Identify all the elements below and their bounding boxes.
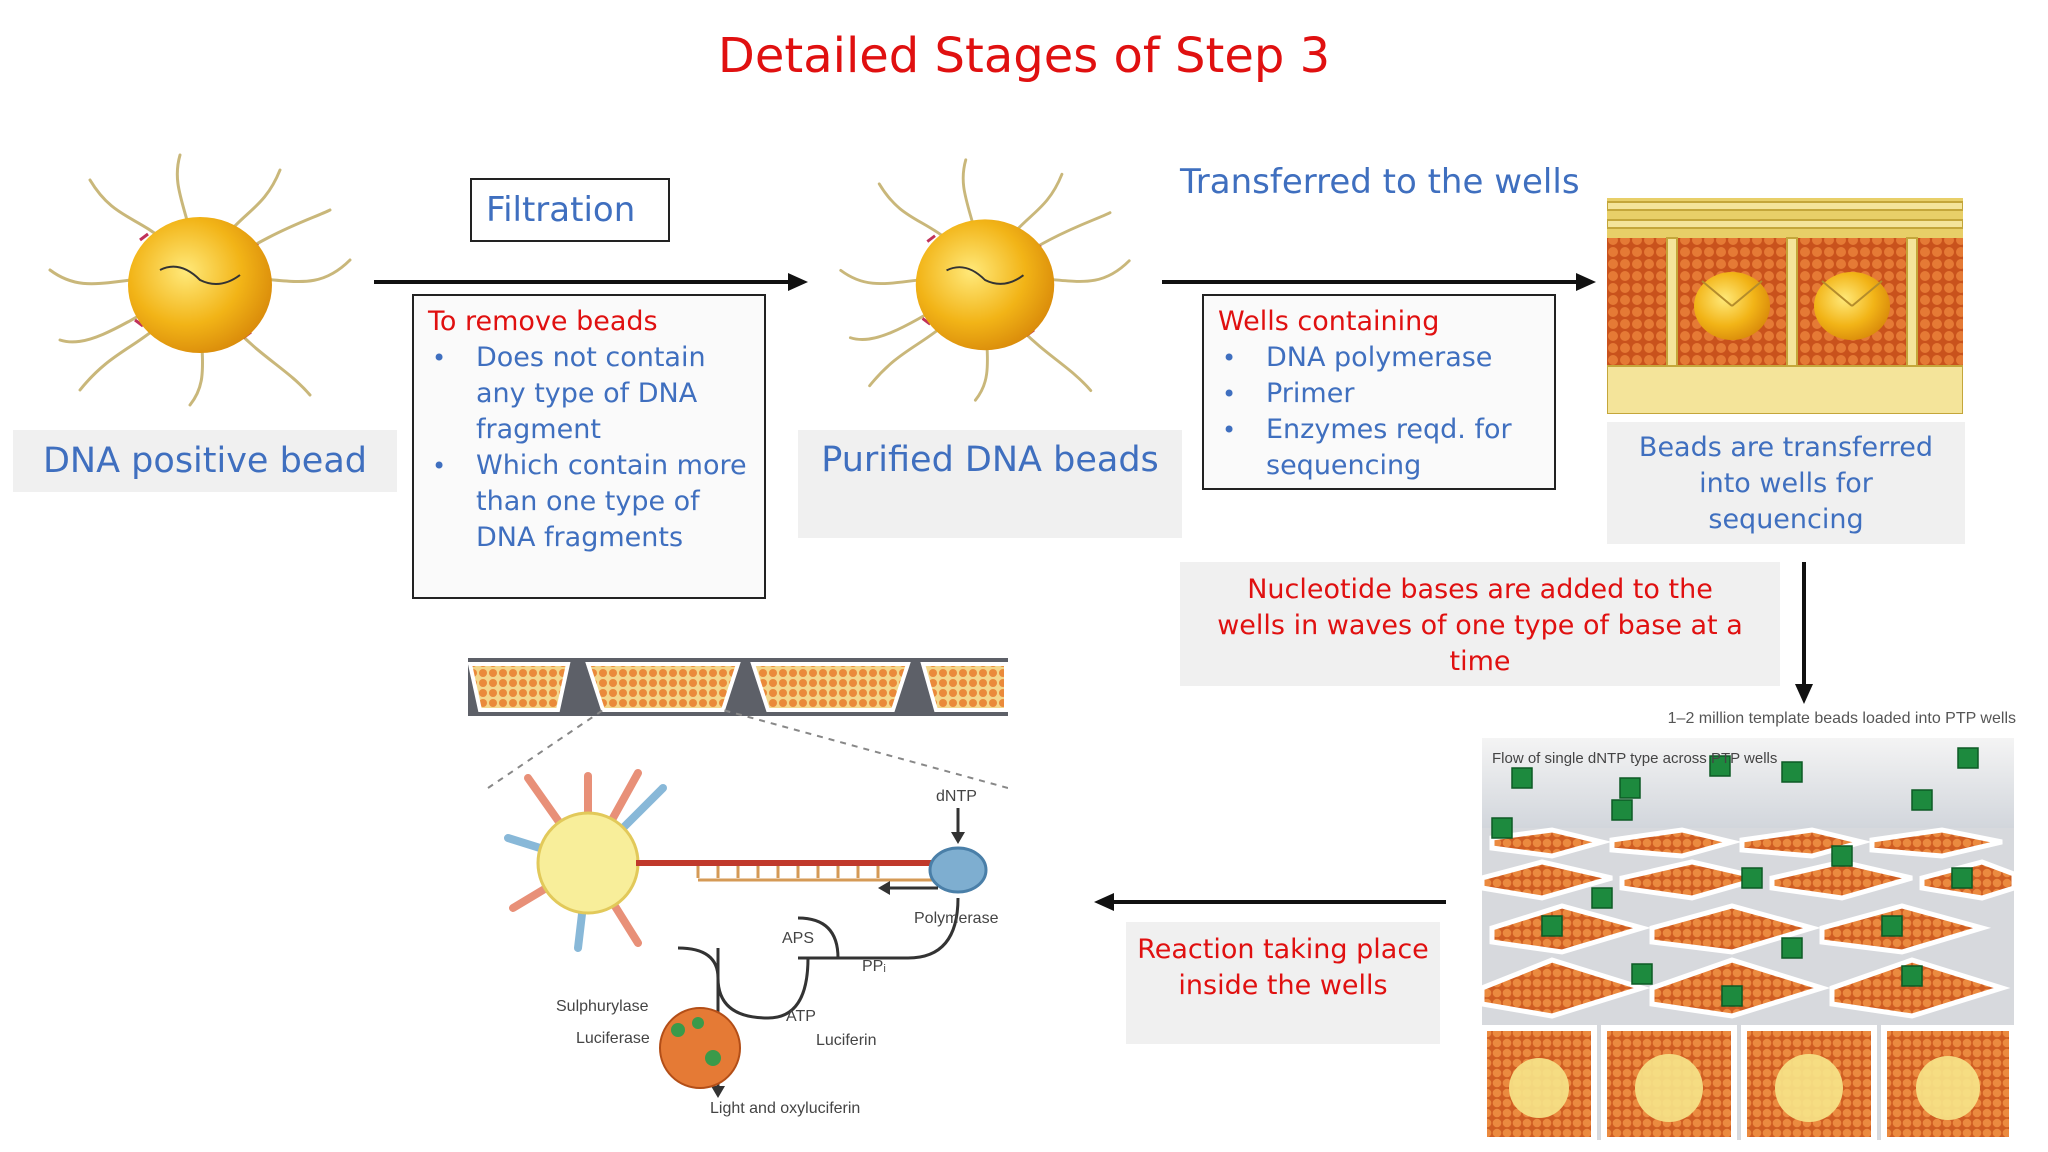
ppi-label: PPᵢ (862, 958, 886, 975)
arrow-to-reaction (1094, 893, 1446, 911)
filtration-info-box: To remove beads Does not contain any typ… (412, 294, 766, 599)
luciferin-label: Luciferin (816, 1032, 877, 1049)
wells-caption: Beads are transferred into wells for seq… (1607, 422, 1965, 544)
wells-bullet: Primer (1218, 376, 1540, 412)
ptp-top-label: 1–2 million template beads loaded into P… (1667, 710, 2016, 727)
aps-label: APS (782, 930, 815, 947)
purified-bead-image (839, 158, 1131, 402)
arrow-to-purified (374, 273, 808, 291)
dntp-label: dNTP (936, 788, 977, 805)
purified-dna-beads-caption: Purified DNA beads (798, 430, 1182, 538)
filtration-label: Filtration (470, 178, 670, 242)
wells-containing-box: Wells containing DNA polymerase Primer E… (1202, 294, 1556, 490)
reaction-note: Reaction taking place inside the wells (1126, 922, 1440, 1044)
ptp-flow-label: Flow of single dNTP type across PTP well… (1492, 750, 1778, 767)
filtration-bullet: Does not contain any type of DNA fragmen… (428, 340, 750, 448)
nucleotide-note: Nucleotide bases are added to the wells … (1180, 562, 1780, 686)
wells-bullet: Enzymes reqd. for sequencing (1218, 412, 1540, 484)
filtration-heading: To remove beads (428, 306, 658, 337)
sulphurylase-label: Sulphurylase (556, 998, 649, 1015)
light-label: Light and oxyluciferin (710, 1100, 861, 1117)
wells-image (1607, 198, 1963, 414)
wells-bullet: DNA polymerase (1218, 340, 1540, 376)
ptp-wells-figure (1482, 738, 2014, 1140)
dna-positive-bead-image (48, 153, 352, 407)
reaction-figure (468, 658, 1008, 1098)
transferred-label: Transferred to the wells (1180, 162, 1580, 202)
atp-label: ATP (786, 1008, 816, 1025)
polymerase-label: Polymerase (914, 910, 999, 927)
dna-positive-bead-caption: DNA positive bead (13, 430, 397, 492)
filtration-bullet: Which contain more than one type of DNA … (428, 448, 750, 556)
page-title: Detailed Stages of Step 3 (717, 28, 1331, 84)
luciferase-label: Luciferase (576, 1030, 650, 1047)
arrow-down (1795, 562, 1813, 704)
wells-heading: Wells containing (1218, 306, 1440, 337)
arrow-to-wells (1162, 273, 1596, 291)
